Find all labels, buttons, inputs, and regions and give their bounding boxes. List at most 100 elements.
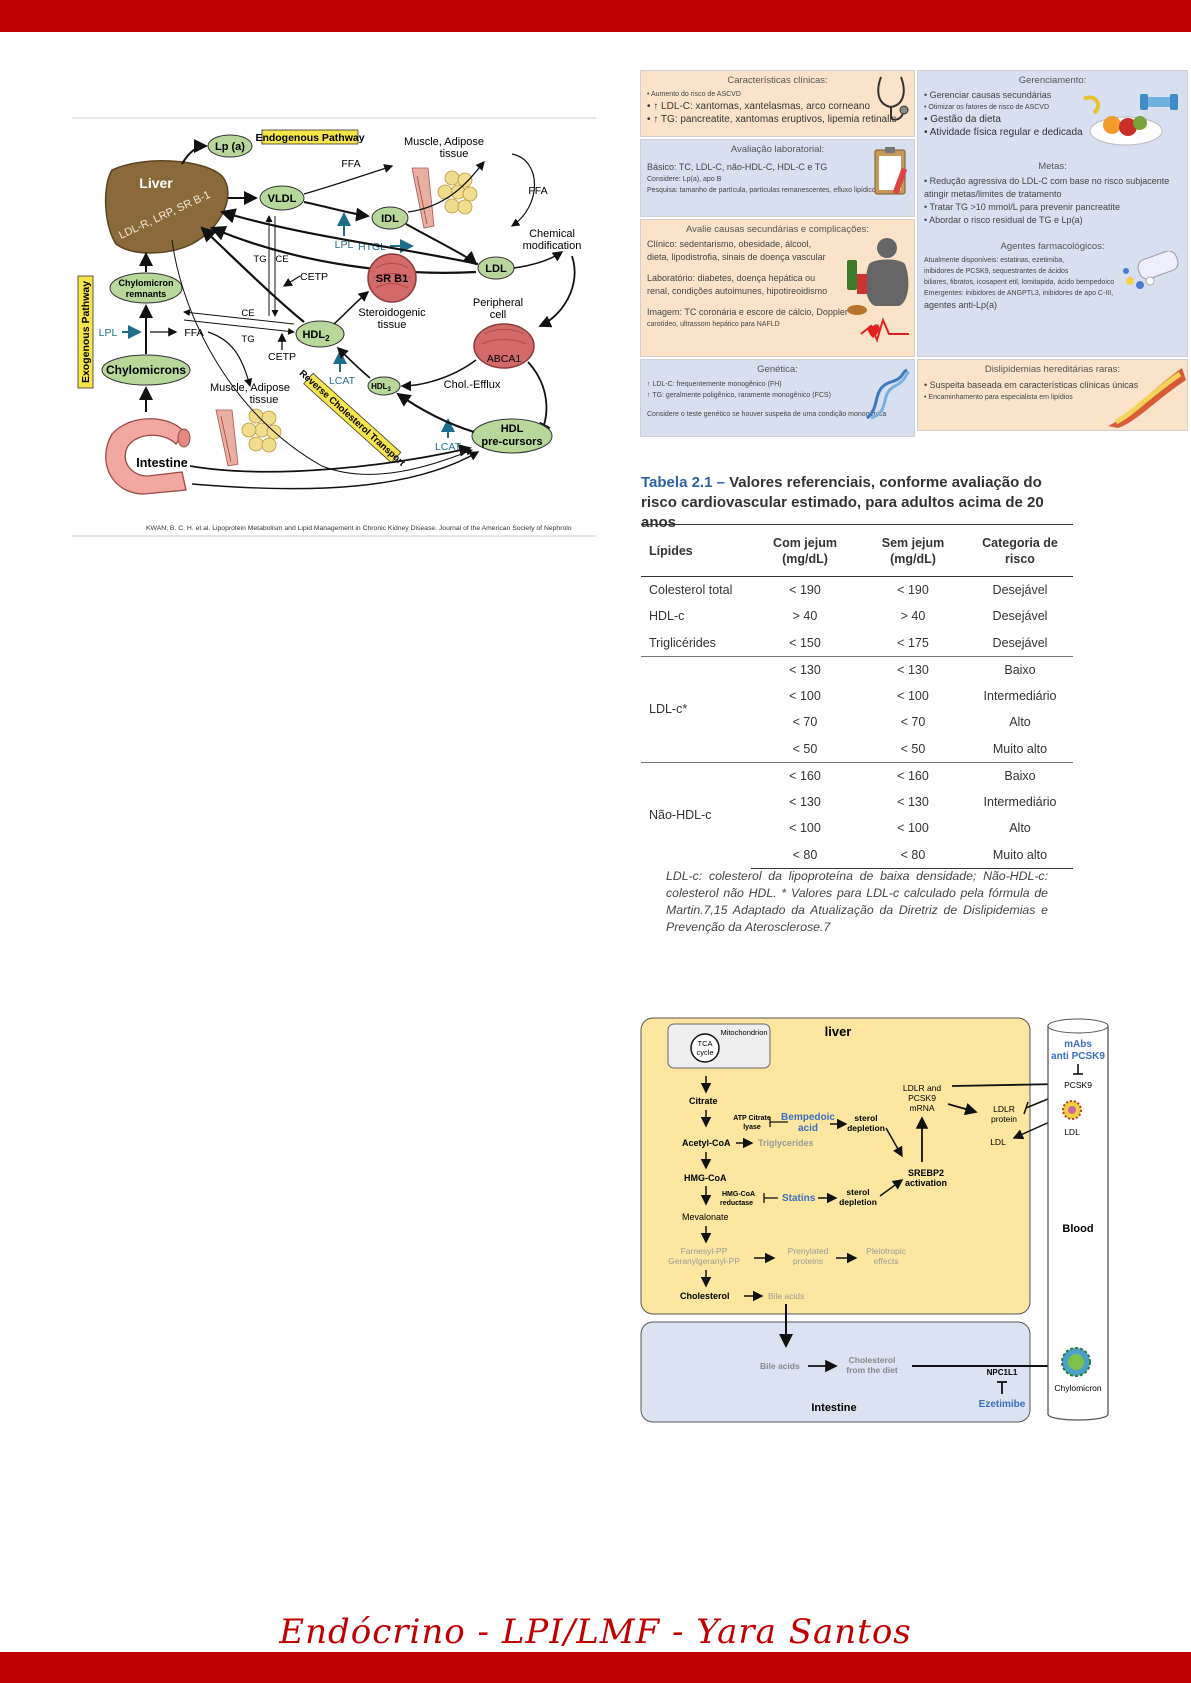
cell-label: cell <box>490 309 507 321</box>
lpa-label: Lp (a) <box>215 141 245 153</box>
chemical-label: Chemical <box>529 228 575 240</box>
goals-line: • Redução agressiva do LDL-C com base no… <box>924 175 1181 188</box>
mechanism-diagram: liver Mitochondrion TCA cycle Citrate AT… <box>640 1016 1110 1426</box>
table-header: Sem jejum (mg/dL) <box>859 525 967 577</box>
table-cell: < 50 <box>751 736 859 763</box>
figure1-citation: KWAN, B. C. H. et al. Lipoprotein Metabo… <box>146 525 572 532</box>
table-cell: < 150 <box>751 630 859 657</box>
table-header-text: Sem jejum (mg/dL) <box>878 535 948 567</box>
table-cell: Muito alto <box>967 842 1073 869</box>
pcsk9-label: PCSK9 <box>1064 1080 1092 1090</box>
pills-icon <box>1118 251 1184 291</box>
triglycerides-label: Triglycerides <box>758 1138 814 1148</box>
lab-title: Avaliação laboratorial: <box>647 144 908 155</box>
pleiotropic-label-2: effects <box>874 1256 899 1266</box>
sterol-depletion-label-2a: sterol <box>846 1187 869 1197</box>
table-cell: Alto <box>967 815 1073 842</box>
abca1-label: ABCA1 <box>487 353 522 365</box>
diet-cholesterol-label-2: from the diet <box>846 1365 898 1375</box>
goals-title: Metas: <box>924 161 1181 172</box>
ce-label-1: CE <box>275 254 288 265</box>
ldl-blood-label: LDL <box>1064 1127 1080 1137</box>
hmg-reductase-label-2: reductase <box>720 1200 753 1207</box>
ldlr-mrna-label-3: mRNA <box>909 1103 934 1113</box>
peripheral-label: Peripheral <box>473 297 523 309</box>
chylomicron-remnants-label-2: remnants <box>126 289 167 299</box>
srb1-label: SR B1 <box>376 273 408 285</box>
citrate-label: Citrate <box>689 1096 718 1106</box>
table-cell: Intermediário <box>967 789 1073 816</box>
statins-label: Statins <box>782 1193 816 1204</box>
ezetimibe-label: Ezetimibe <box>979 1399 1026 1410</box>
table-cell: Baixo <box>967 762 1073 789</box>
hdl-precursors-label-1: HDL <box>501 423 524 435</box>
adipose-icon-bottom <box>242 409 281 452</box>
table-cell: < 100 <box>751 683 859 710</box>
table-cell: < 160 <box>859 762 967 789</box>
ldl-liver-label: LDL <box>990 1137 1006 1147</box>
ldlr-protein-label-2: protein <box>991 1114 1017 1124</box>
lipid-reference-table: Lípides Com jejum (mg/dL) Sem jejum (mg/… <box>641 524 1073 869</box>
diet-exercise-icon <box>1074 91 1184 151</box>
clinical-title: Características clínicas: <box>647 75 908 86</box>
sterol-depletion-label-1a: sterol <box>854 1113 877 1123</box>
chylomicron-label: Chylomicron <box>1054 1383 1102 1393</box>
table-cell: < 100 <box>859 683 967 710</box>
table-cell: Desejável <box>967 603 1073 630</box>
table-cell: Colesterol total <box>641 577 751 604</box>
table-cell: < 190 <box>859 577 967 604</box>
lab-line: Considere: Lp(a), apo B <box>647 174 908 185</box>
endogenous-pathway-label: Endogenous Pathway <box>255 132 364 144</box>
table-cell: Alto <box>967 709 1073 736</box>
table-caption-label: Tabela 2.1 – <box>641 474 725 491</box>
table-cell: < 100 <box>751 815 859 842</box>
bottom-brand-bar <box>0 1652 1191 1683</box>
tca-label-2: cycle <box>696 1048 713 1057</box>
table-cell: Triglicérides <box>641 630 751 657</box>
goals-line: • Tratar TG >10 mmol/L para prevenir pan… <box>924 201 1181 214</box>
prenylated-label-1: Prenylated <box>788 1246 829 1256</box>
muscle-icon-top <box>412 168 434 228</box>
exogenous-pathway-label: Exogenous Pathway <box>80 281 92 383</box>
lab-line: Pesquisa: tamanho de partícula, partícul… <box>647 185 908 196</box>
mevalonate-label: Mevalonate <box>682 1212 729 1222</box>
table-row: LDL-c* < 130 < 130 Baixo <box>641 656 1073 683</box>
clinical-line: • ↑ LDL-C: xantomas, xantelasmas, arco c… <box>647 100 908 113</box>
table-cell: < 50 <box>859 736 967 763</box>
ldl-particle-icon <box>1063 1101 1081 1119</box>
secondary-causes-panel: Avalie causas secundárias e complicações… <box>640 219 915 357</box>
ffa-label-1: FFA <box>341 158 360 170</box>
table-cell: < 100 <box>859 815 967 842</box>
cholesterol-label: Cholesterol <box>680 1291 730 1301</box>
srebp2-label-2: activation <box>905 1178 947 1188</box>
farnesyl-label: Farnesyl-PP <box>681 1246 728 1256</box>
goals-line: • Abordar o risco residual de TG e Lp(a) <box>924 214 1181 227</box>
ldlr-protein-label-1: LDLR <box>993 1104 1015 1114</box>
modification-label: modification <box>523 240 582 252</box>
clinical-line: • Aumento do risco de ASCVD <box>647 89 908 100</box>
chylomicron-remnants-label-1: Chylomicron <box>118 278 173 288</box>
tissue-bottom-label: tissue <box>250 394 279 406</box>
intestine-title: Intestine <box>811 1402 856 1414</box>
lab-line: Básico: TC, LDL-C, não-HDL-C, HDL-C e TG <box>647 161 908 174</box>
table-cell: < 70 <box>859 709 967 736</box>
geranyl-label: Geranylgeranyl-PP <box>668 1256 740 1266</box>
artery-icon <box>1106 364 1186 428</box>
pleiotropic-label-1: Pleiotropic <box>866 1246 906 1256</box>
tca-label-1: TCA <box>698 1039 713 1048</box>
dna-icon <box>861 368 911 422</box>
vldl-label: VLDL <box>268 193 297 205</box>
chylomicron-particle-icon <box>1062 1348 1090 1376</box>
sterol-depletion-label-2b: depletion <box>839 1197 877 1207</box>
intestine-label: Intestine <box>136 456 187 470</box>
rare-dyslipidemias-panel: Dislipidemias hereditárias raras: • Susp… <box>917 359 1188 431</box>
table-footnote: LDL-c: colesterol da lipoproteína de bai… <box>666 868 1048 936</box>
table-header-text: Com jejum (mg/dL) <box>770 535 840 567</box>
mabs-label-1: mAbs <box>1064 1039 1092 1050</box>
hmg-coa-label: HMG-CoA <box>684 1173 727 1183</box>
top-brand-bar <box>0 0 1191 32</box>
table-header: Categoria de risco <box>967 525 1073 577</box>
clinical-panel: Características clínicas: • Aumento do r… <box>640 70 915 137</box>
table-cell: Intermediário <box>967 683 1073 710</box>
table-cell: Muito alto <box>967 736 1073 763</box>
